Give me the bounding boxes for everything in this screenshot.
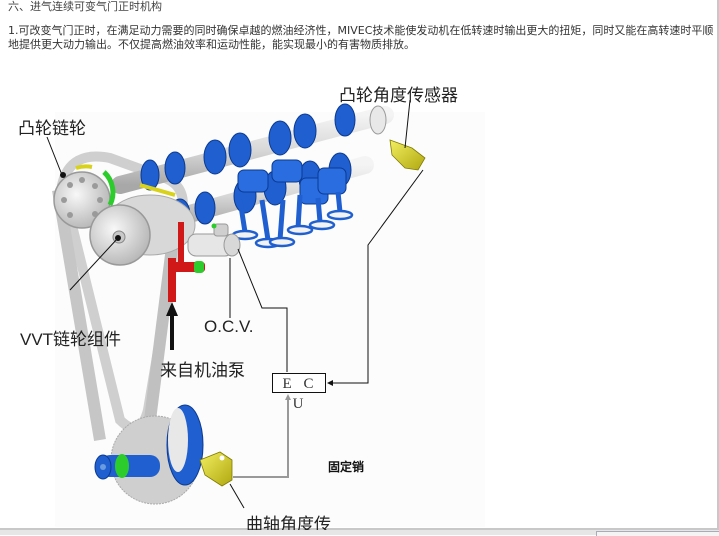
engine-illustration: [46, 99, 485, 527]
label-ocv: O.C.V.: [204, 317, 254, 336]
label-cam-angle-sensor: 凸轮角度传感器: [339, 86, 458, 106]
label-from-oil-pump: 来自机油泵: [160, 361, 245, 381]
description-paragraph: 1.可改变气门正时，在满足动力需要的同时确保卓越的燃油经济性，MIVEC技术能使…: [8, 24, 714, 51]
label-vvt-sprocket-assembly: VVT链轮组件: [20, 330, 122, 349]
section-title: 六、进气连续可变气门正时机构: [8, 0, 162, 13]
mivec-diagram: 凸轮链轮 凸轮角度传感器 VVT链轮组件 O.C.V. 来自机油泵 曲轴角度传 …: [0, 70, 500, 535]
horizontal-scrollbar-thumb[interactable]: [596, 531, 719, 536]
horizontal-scrollbar-track[interactable]: [0, 530, 719, 535]
cam-angle-sensor-icon: [389, 139, 426, 171]
label-fixed-pin: 固定销: [328, 460, 365, 474]
label-cam-sprocket: 凸轮链轮: [18, 119, 86, 139]
ecu-box: E C U: [272, 373, 326, 412]
